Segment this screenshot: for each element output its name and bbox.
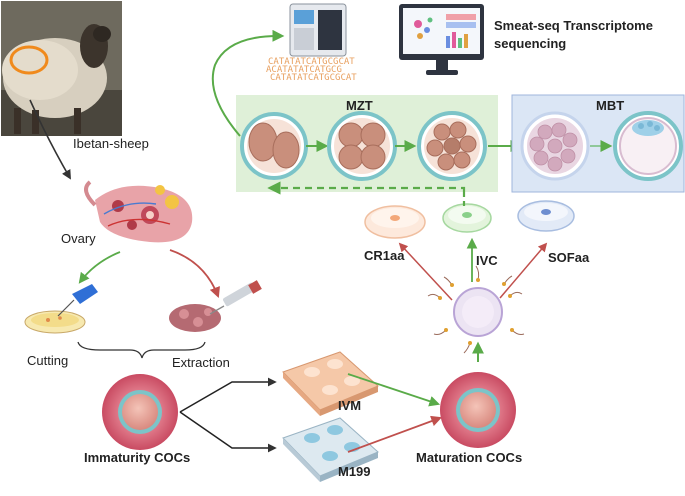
sheep-to-ovary-arrow (29, 99, 71, 180)
sofaa-dish (517, 200, 575, 232)
dna-sequence-2: ACATATATCATGCG (266, 65, 342, 75)
ivm-plate-illustration (282, 351, 379, 416)
immature-to-ivm-arrow (179, 377, 277, 413)
ivm-to-mature-arrow (347, 373, 441, 407)
mature-coc-illustration (440, 372, 516, 448)
immature-coc-label: Immaturity COCs (84, 450, 190, 465)
embryo-8cell (417, 111, 487, 181)
embryo-2cell (240, 112, 308, 180)
sequencer-machine (289, 3, 347, 57)
ivm-label: IVM (338, 398, 361, 413)
embryo-blastocyst (613, 111, 683, 181)
sofaa-label: SOFaa (548, 250, 590, 265)
sampling-site-highlight (9, 45, 49, 75)
immature-to-m199-arrow (179, 411, 277, 453)
sequencing-title-line1: Smeat-seq Transcriptome (494, 18, 653, 33)
ovary-to-cutting-arrow (78, 251, 121, 284)
ivc-dish (442, 203, 492, 233)
ivc-label: IVC (476, 253, 498, 268)
cr1aa-label: CR1aa (364, 248, 405, 263)
to-sofaa-arrow (499, 242, 548, 299)
extraction-label: Extraction (172, 355, 230, 370)
ovary-to-extraction-arrow (169, 249, 220, 299)
feedback-dashed-arrow (267, 181, 466, 195)
m199-to-mature-arrow (347, 415, 443, 453)
sequencing-title-line2: sequencing (494, 36, 566, 51)
mbt-label: MBT (596, 98, 624, 113)
mzt-label: MZT (346, 98, 373, 113)
fertilization-illustration (427, 265, 525, 354)
ovary-label: Ovary (61, 231, 96, 246)
m199-plate-illustration (282, 417, 379, 482)
cr1aa-dish (364, 205, 426, 239)
extraction-tissue-illustration (169, 280, 262, 332)
ovary-illustration (84, 180, 193, 243)
mature-coc-label: Maturation COCs (416, 450, 522, 465)
merge-brace (77, 341, 206, 359)
embryo-4cell (327, 111, 397, 181)
embryo-morula (520, 111, 590, 181)
cutting-dish-illustration (24, 284, 98, 334)
computer-monitor-icon (399, 4, 484, 75)
to-cr1aa-arrow (398, 242, 453, 301)
immature-coc-illustration (102, 374, 178, 450)
dna-sequence-1: CATATATCATGCGCAT (268, 57, 355, 67)
embryo-to-sequencer-arrow (211, 29, 285, 137)
sheep-label: Ibetan-sheep (73, 136, 149, 151)
cutting-label: Cutting (27, 353, 68, 368)
dna-sequence-3: CATATATCATGCGCAT (270, 73, 357, 83)
m199-label: M199 (338, 464, 371, 479)
sheep-photo (1, 1, 122, 136)
